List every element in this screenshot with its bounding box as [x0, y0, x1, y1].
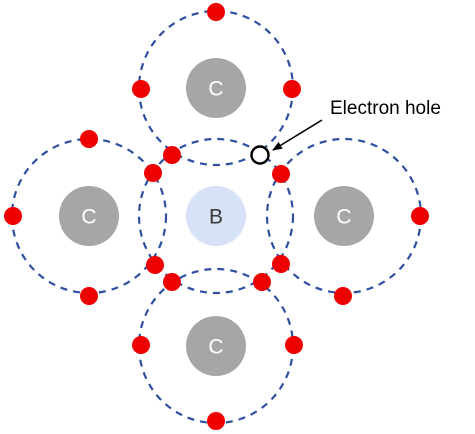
electron-bond-left-top	[144, 164, 162, 182]
electron-top-outer-2	[132, 80, 150, 98]
atom-right-label: C	[336, 206, 351, 229]
electron-hole-marker	[250, 145, 270, 165]
callout-arrow	[272, 119, 323, 151]
electron-left-outer-3	[80, 287, 98, 305]
electrons	[4, 3, 429, 430]
callout-label: Electron hole	[330, 98, 441, 119]
electron-top-outer-1	[207, 3, 225, 21]
electron-bond-right-bottom	[272, 255, 290, 273]
atom-bottom: C	[186, 316, 246, 376]
electron-right-outer-1	[411, 207, 429, 225]
atom-center-label: B	[209, 206, 223, 229]
atom-left-label: C	[81, 206, 96, 229]
electron-bottom-outer-3	[207, 412, 225, 430]
atom-right-nucleus	[314, 186, 374, 246]
atom-right: C	[314, 186, 374, 246]
atom-center-nucleus	[186, 186, 246, 246]
electron-bond-bottom-left	[163, 273, 181, 291]
electron-top-outer-3	[283, 80, 301, 98]
atom-bottom-label: C	[208, 336, 223, 359]
atom-top-nucleus	[186, 58, 246, 118]
atom-top-label: C	[208, 78, 223, 101]
electron-bond-bottom-right	[253, 273, 271, 291]
electron-bottom-outer-1	[132, 336, 150, 354]
atom-left: C	[59, 186, 119, 246]
electron-bond-top-left	[163, 146, 181, 164]
atom-left-nucleus	[59, 186, 119, 246]
electron-left-outer-1	[80, 130, 98, 148]
atoms: C C C C B	[59, 58, 374, 376]
electron-bottom-outer-2	[285, 336, 303, 354]
atom-center: B	[186, 186, 246, 246]
shell-center	[137, 137, 295, 295]
electron-bond-right-top	[272, 165, 290, 183]
electron-right-outer-2	[334, 287, 352, 305]
atom-top: C	[186, 58, 246, 118]
electron-hole-callout: Electron hole	[272, 98, 441, 151]
atom-bottom-nucleus	[186, 316, 246, 376]
electron-left-outer-2	[4, 207, 22, 225]
electron-bond-left-bottom	[146, 256, 164, 274]
